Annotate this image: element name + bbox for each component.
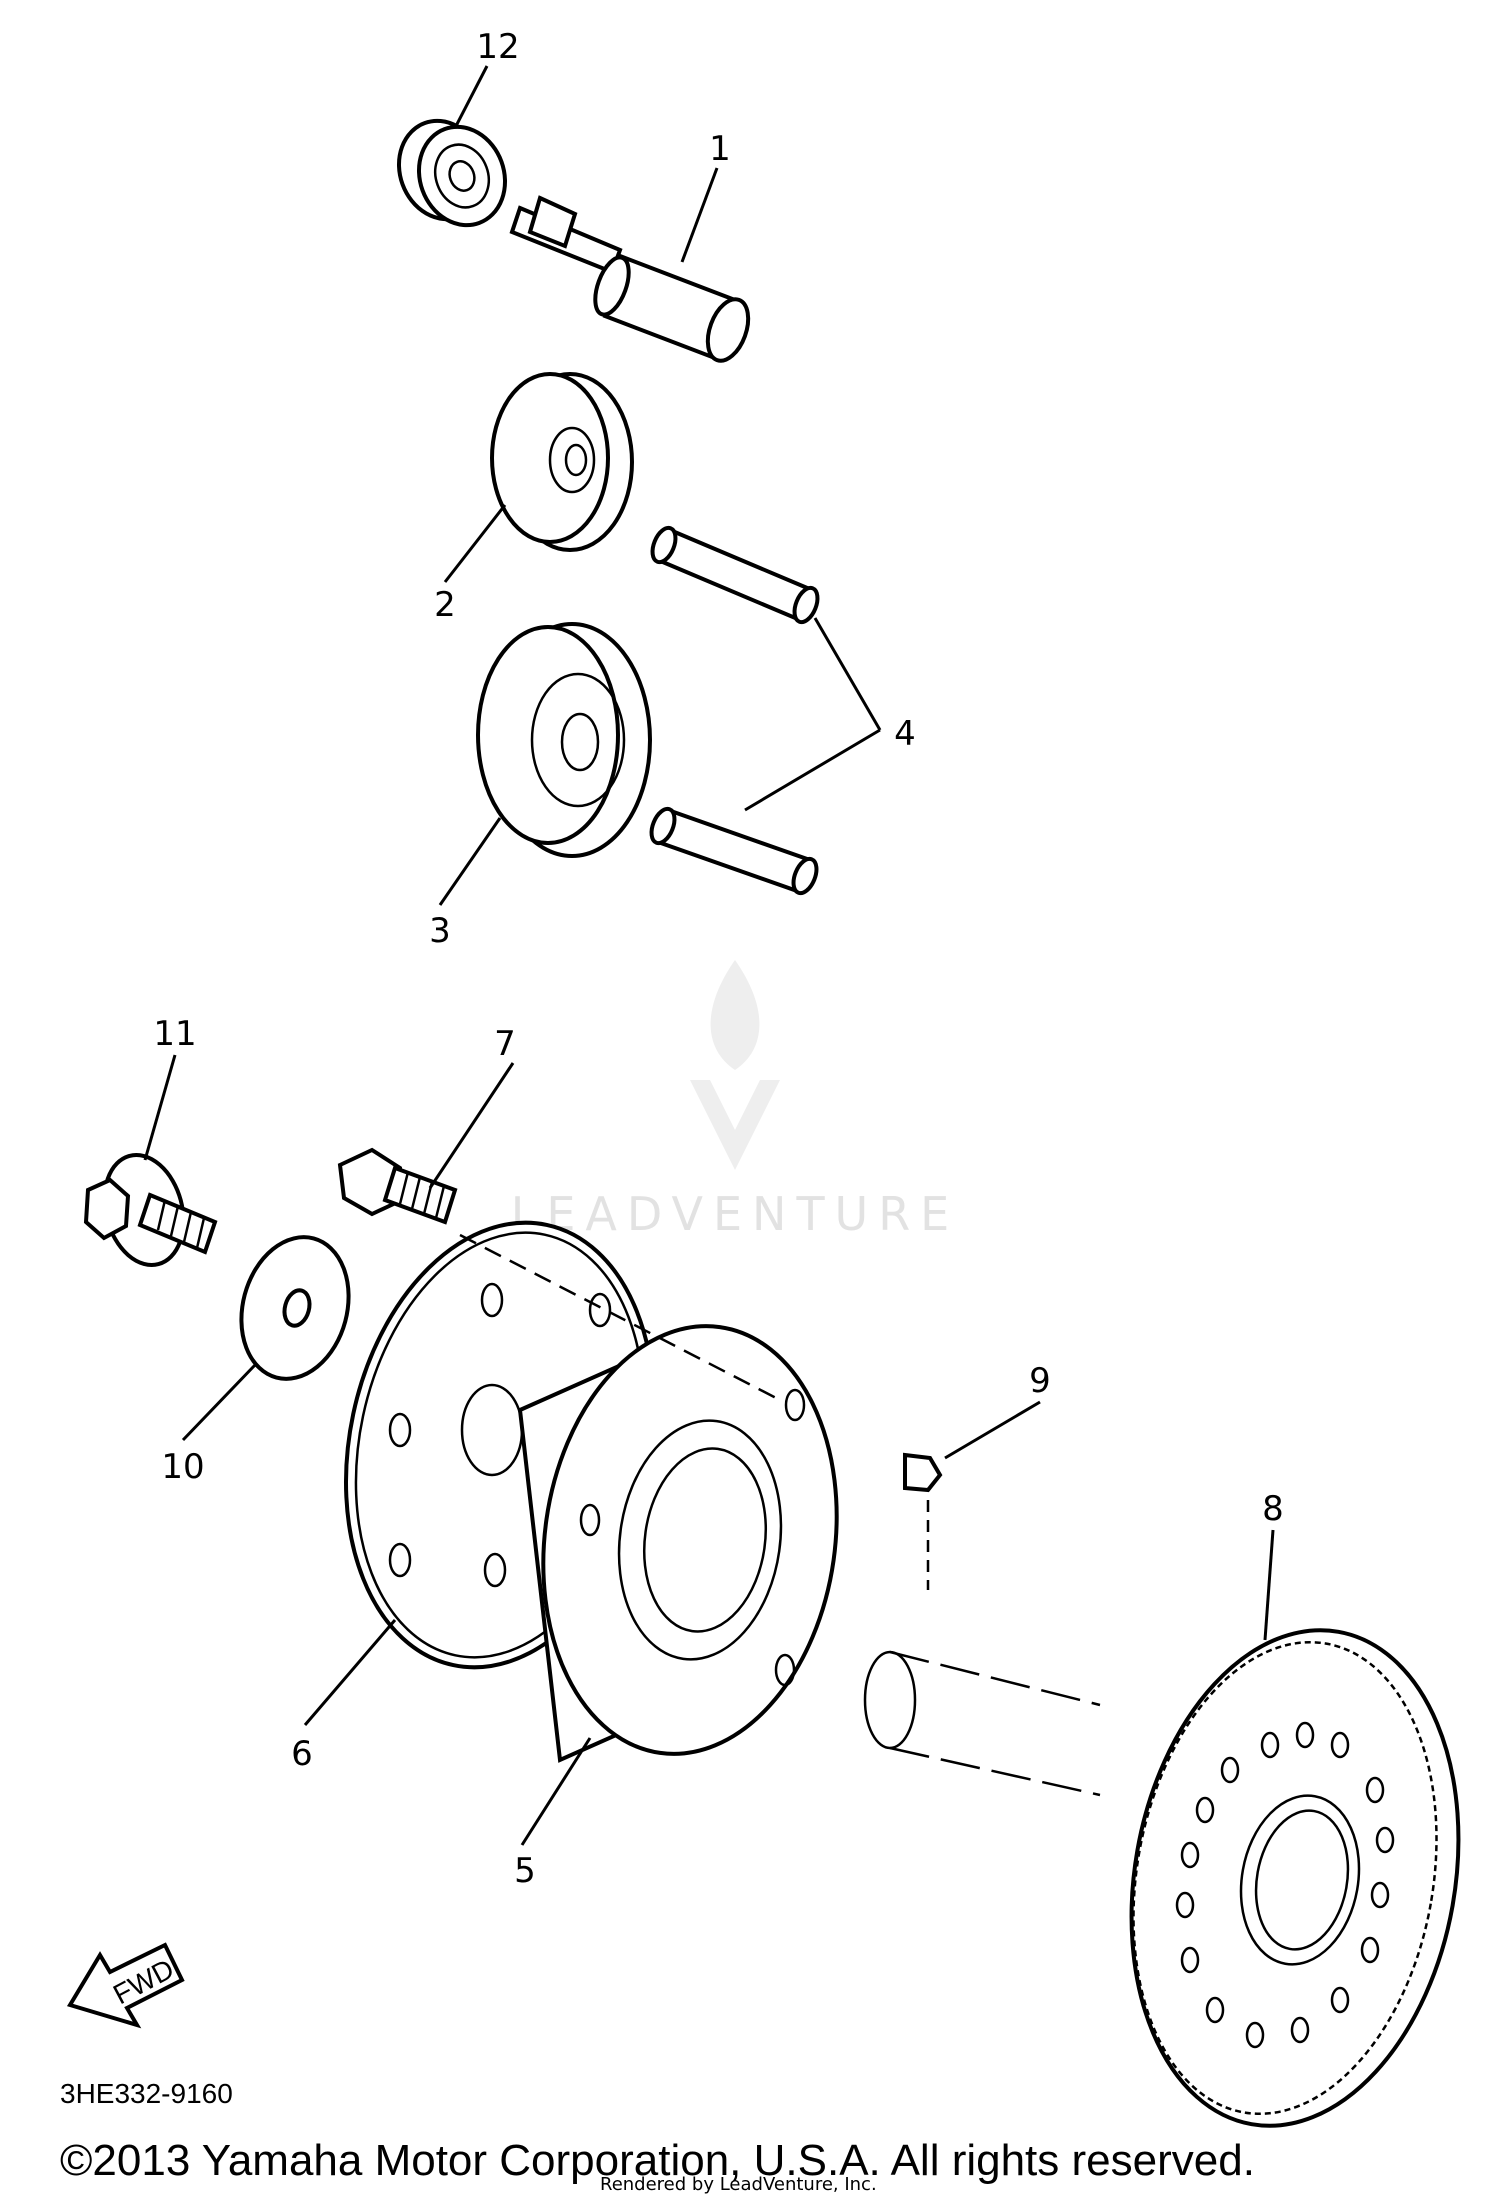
callout-4[interactable]: 4 [894, 714, 916, 754]
part-2-gear[interactable] [490, 372, 634, 552]
copyright-text: ©2013 Yamaha Motor Corporation, U.S.A. A… [60, 2136, 1255, 2185]
callout-8[interactable]: 8 [1262, 1489, 1284, 1529]
callout-labels: 12 1 2 4 3 11 7 9 10 8 6 5 [153, 27, 1283, 1891]
watermark: LEADVENTURE [511, 960, 960, 1241]
callout-10[interactable]: 10 [161, 1447, 204, 1487]
callout-12[interactable]: 12 [476, 27, 519, 67]
part-9-key[interactable] [903, 1452, 943, 1590]
part-8-gear[interactable] [1094, 1604, 1496, 2152]
callout-9[interactable]: 9 [1029, 1361, 1051, 1401]
part-4-pins[interactable] [647, 525, 822, 897]
part-12-bearing[interactable] [385, 109, 518, 238]
crankshaft-end [863, 1650, 1101, 1797]
callout-3[interactable]: 3 [429, 911, 451, 951]
part-5-clutch[interactable] [459, 1233, 864, 1773]
leader-lines [143, 65, 1275, 1846]
gear-holes [1175, 1721, 1395, 2049]
part-7-bolt[interactable] [337, 1147, 458, 1225]
fwd-arrow: FWD [66, 1942, 185, 2029]
callout-11[interactable]: 11 [153, 1014, 196, 1054]
callout-7[interactable]: 7 [494, 1024, 516, 1064]
part-10-washer[interactable] [226, 1225, 364, 1391]
watermark-text: LEADVENTURE [511, 1187, 960, 1241]
diagram-code: 3HE332-9160 [60, 2078, 233, 2109]
rendered-by-text: Rendered by LeadVenture, Inc. [600, 2174, 877, 2195]
watermark-v-icon [690, 1080, 780, 1170]
callout-1[interactable]: 1 [709, 129, 731, 169]
part-11-bolt[interactable] [83, 1146, 218, 1274]
callout-5[interactable]: 5 [514, 1851, 536, 1891]
callout-2[interactable]: 2 [434, 585, 456, 625]
watermark-flame-icon [710, 960, 760, 1070]
part-3-gear[interactable] [476, 622, 652, 858]
callout-6[interactable]: 6 [291, 1734, 313, 1774]
part-1-shaft[interactable] [509, 195, 756, 366]
fwd-arrow-icon [66, 1942, 185, 2029]
